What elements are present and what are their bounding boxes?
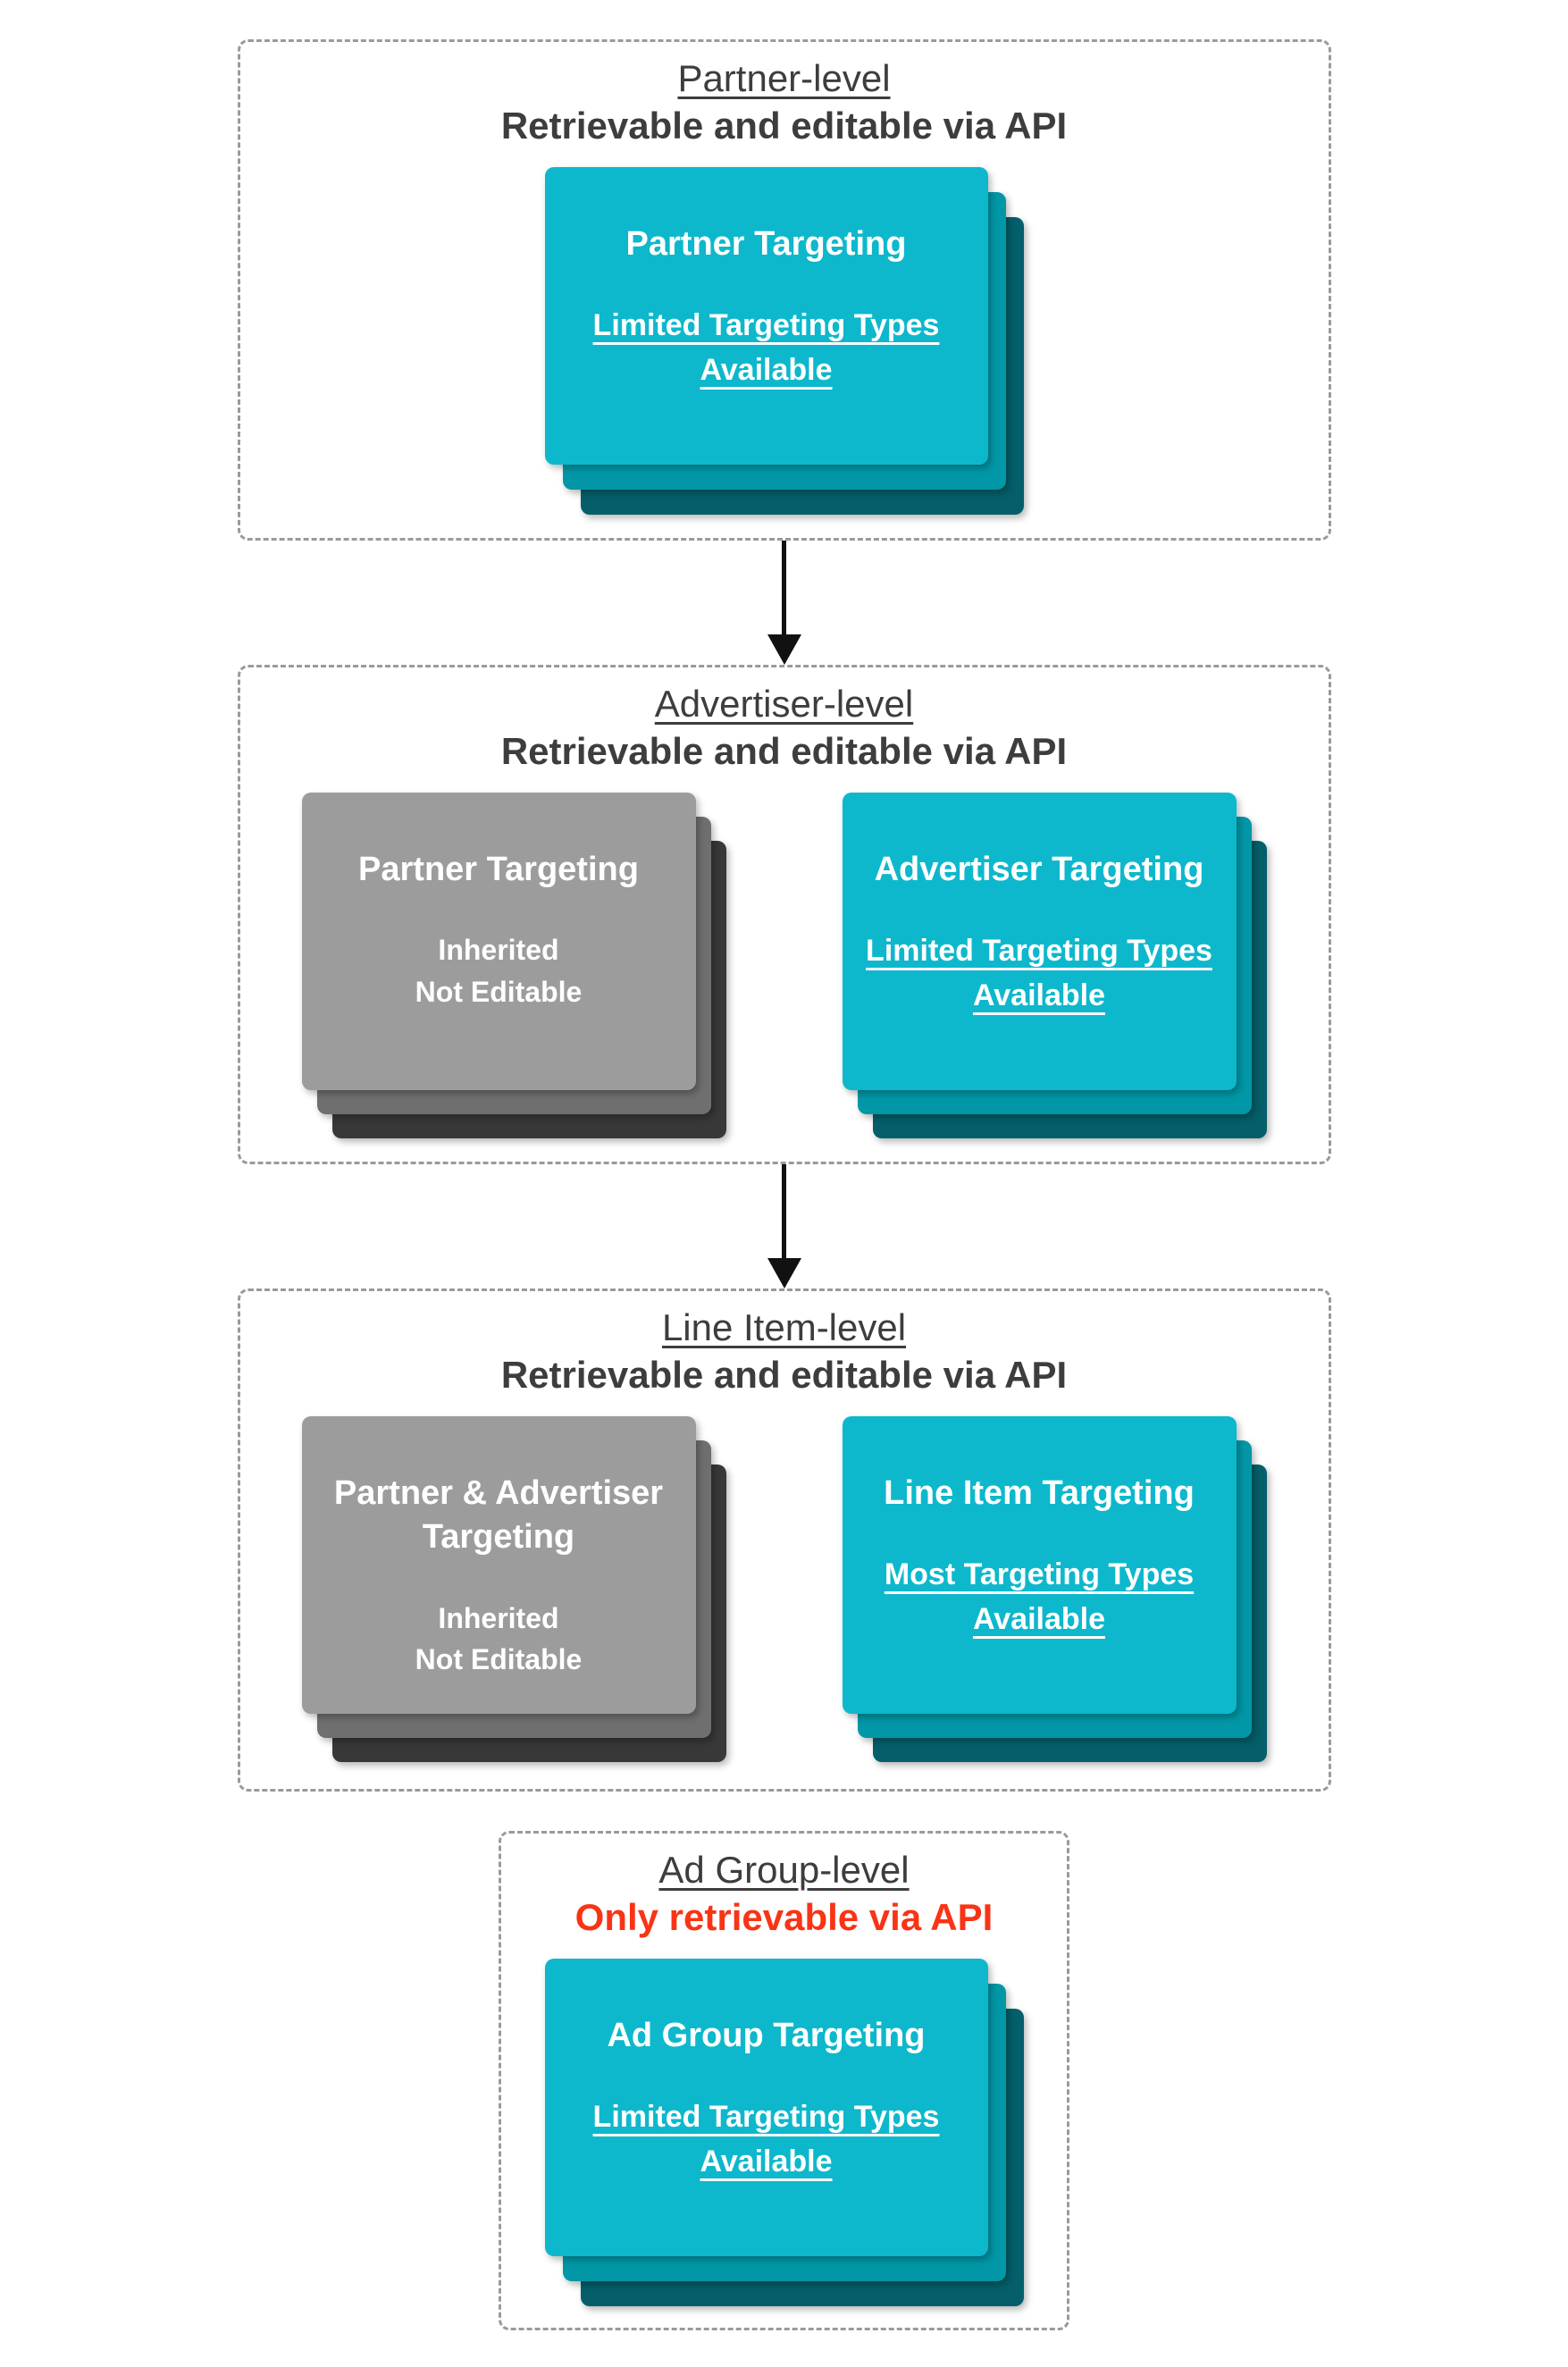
card-partner-advertiser-targeting-inherited: Partner & Advertiser Targeting Inherited… — [301, 1416, 726, 1762]
card-title: Partner Targeting — [358, 851, 639, 888]
section-subtitle: Only retrievable via API — [574, 1896, 994, 1938]
arrow-shaft — [782, 541, 786, 634]
card-layer-front: Partner & Advertiser Targeting Inherited… — [301, 1416, 696, 1714]
card-ad-group-targeting: Ad Group Targeting Limited Targeting Typ… — [544, 1959, 1024, 2306]
section-title: Advertiser-level — [654, 683, 914, 725]
card-title: Ad Group Targeting — [607, 2017, 926, 2054]
arrow-shaft — [782, 1164, 786, 1258]
card-body: Limited Targeting Types Available — [592, 308, 940, 387]
section-heading: Advertiser-level Retrievable and editabl… — [240, 680, 1329, 775]
card-title: Line Item Targeting — [884, 1474, 1195, 1512]
section-title: Ad Group-level — [658, 1849, 910, 1891]
section-heading: Line Item-level Retrievable and editable… — [240, 1304, 1329, 1398]
section-heading: Partner-level Retrievable and editable v… — [240, 55, 1329, 149]
card-layer-front: Ad Group Targeting Limited Targeting Typ… — [544, 1959, 988, 2256]
cards-row: Partner Targeting Inherited Not Editable… — [240, 793, 1329, 1138]
section-subtitle: Retrievable and editable via API — [500, 730, 1068, 772]
section-subtitle: Retrievable and editable via API — [500, 1354, 1068, 1396]
card-layer-front: Line Item Targeting Most Targeting Types… — [842, 1416, 1237, 1714]
card-line-item-targeting: Line Item Targeting Most Targeting Types… — [842, 1416, 1267, 1762]
cards-row: Ad Group Targeting Limited Targeting Typ… — [501, 1959, 1067, 2306]
cards-row: Partner Targeting Limited Targeting Type… — [240, 167, 1329, 515]
section-heading: Ad Group-level Only retrievable via API — [501, 1846, 1067, 1941]
card-body: Inherited Not Editable — [415, 1601, 583, 1676]
flow-arrow-1 — [767, 541, 801, 665]
card-layer-front: Advertiser Targeting Limited Targeting T… — [842, 793, 1237, 1090]
section-title: Line Item-level — [661, 1306, 907, 1348]
card-layer-front: Partner Targeting Limited Targeting Type… — [544, 167, 988, 465]
cards-row: Partner & Advertiser Targeting Inherited… — [240, 1416, 1329, 1762]
card-partner-targeting: Partner Targeting Limited Targeting Type… — [544, 167, 1024, 515]
section-ad-group-level: Ad Group-level Only retrievable via API … — [499, 1831, 1069, 2330]
card-title: Advertiser Targeting — [874, 851, 1204, 888]
section-line-item-level: Line Item-level Retrievable and editable… — [237, 1288, 1331, 1792]
card-body: Limited Targeting Types Available — [866, 934, 1212, 1012]
card-advertiser-targeting: Advertiser Targeting Limited Targeting T… — [842, 793, 1267, 1138]
card-title: Partner & Advertiser Targeting — [333, 1474, 664, 1557]
section-advertiser-level: Advertiser-level Retrievable and editabl… — [237, 665, 1331, 1164]
card-layer-front: Partner Targeting Inherited Not Editable — [301, 793, 696, 1090]
arrow-head-icon — [767, 634, 801, 665]
card-partner-targeting-inherited: Partner Targeting Inherited Not Editable — [301, 793, 726, 1138]
card-title: Partner Targeting — [625, 225, 907, 263]
card-body: Inherited Not Editable — [415, 934, 583, 1008]
card-body: Most Targeting Types Available — [884, 1557, 1195, 1636]
arrow-head-icon — [767, 1258, 801, 1288]
section-title: Partner-level — [677, 57, 891, 99]
section-partner-level: Partner-level Retrievable and editable v… — [237, 39, 1331, 541]
card-body: Limited Targeting Types Available — [592, 2100, 940, 2178]
section-subtitle: Retrievable and editable via API — [500, 105, 1068, 147]
flow-arrow-2 — [767, 1164, 801, 1288]
